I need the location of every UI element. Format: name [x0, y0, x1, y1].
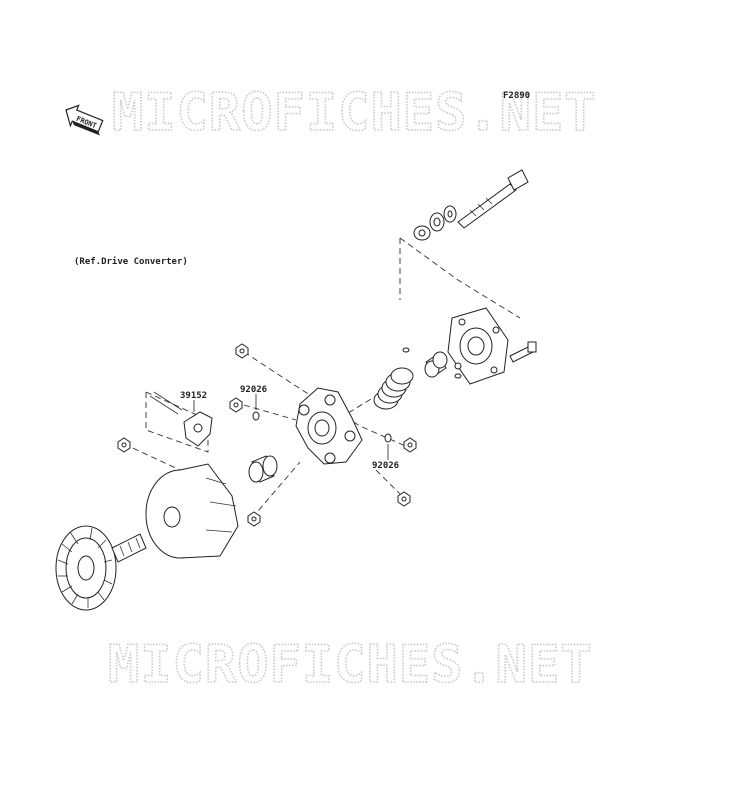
bolt-part — [457, 169, 529, 229]
figure-code: F2890 — [503, 91, 530, 101]
bushing-part — [248, 455, 278, 483]
watermark-bottom: MICROFICHES.NET — [108, 635, 593, 695]
roller-weight-39152 — [149, 391, 213, 447]
collar-part — [424, 351, 448, 378]
label-92026-lower: 92026 — [372, 461, 399, 471]
callouts: 39152 92026 92026 — [180, 385, 399, 471]
front-arrow-icon: FRONT — [65, 104, 104, 136]
movable-sheave — [145, 463, 239, 559]
spider-plate — [295, 387, 363, 465]
washer-stack — [413, 205, 457, 241]
nut-parts — [117, 343, 417, 527]
cover-plate — [447, 307, 509, 385]
spring-part — [373, 367, 414, 410]
label-92026-upper: 92026 — [240, 385, 267, 395]
watermark-top: MICROFICHES.NET — [112, 83, 597, 143]
pin-parts — [402, 347, 462, 379]
label-39152: 39152 — [180, 391, 207, 401]
small-bolt-part — [509, 341, 537, 363]
pin-92026-lower — [384, 433, 392, 443]
fixed-sheave — [55, 525, 147, 611]
reference-note: (Ref.Drive Converter) — [74, 256, 188, 267]
pin-92026-upper — [252, 411, 260, 421]
